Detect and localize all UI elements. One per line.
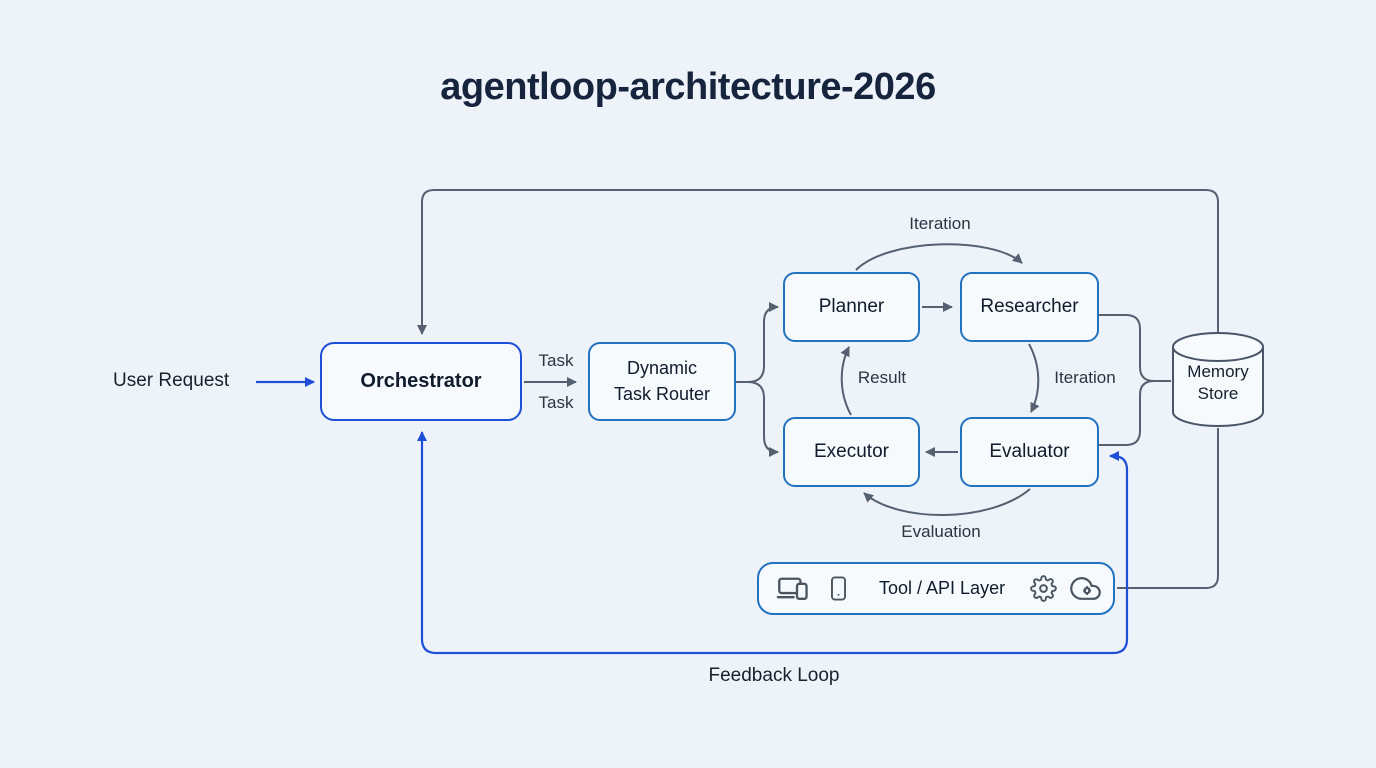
node-researcher: Researcher bbox=[960, 272, 1099, 342]
edge-evaluator-to-memory bbox=[1098, 380, 1155, 446]
edge-iteration-top-arc bbox=[855, 243, 1023, 271]
tool-api-layer-label: Tool / API Layer bbox=[879, 578, 1006, 598]
smartphone-icon bbox=[825, 575, 852, 602]
router-label-line2: Task Router bbox=[613, 383, 711, 404]
evaluation-label: Evaluation bbox=[901, 522, 981, 541]
page-title: agentloop-architecture-2026 bbox=[440, 66, 936, 108]
node-orchestrator: Orchestrator bbox=[320, 342, 522, 421]
node-dynamic-task-router: Dynamic Task Router bbox=[588, 342, 736, 421]
edge-memory-to-orchestrator-top-loop bbox=[417, 189, 1219, 335]
planner-label: Planner bbox=[818, 296, 885, 317]
evaluator-label: Evaluator bbox=[989, 441, 1070, 462]
gear-icon bbox=[1030, 575, 1057, 602]
edge-router-to-executor bbox=[736, 381, 779, 457]
memory-store-line1: Memory bbox=[1187, 362, 1249, 381]
edge-researcher-to-evaluator-arc bbox=[1028, 343, 1040, 413]
feedback-loop-label: Feedback Loop bbox=[708, 665, 840, 686]
edge-router-to-planner bbox=[736, 302, 779, 383]
task-label-top: Task bbox=[538, 351, 574, 370]
task-label-bottom: Task bbox=[538, 393, 574, 412]
memory-store-line2: Store bbox=[1197, 384, 1239, 404]
edge-executor-to-planner-result-arc bbox=[840, 346, 852, 416]
node-planner: Planner bbox=[783, 272, 920, 342]
iteration-top-label: Iteration bbox=[909, 214, 971, 233]
node-tool-api-layer: Tool / API Layer bbox=[757, 562, 1115, 615]
user-request-label: User Request bbox=[113, 370, 230, 391]
result-label: Result bbox=[857, 368, 907, 387]
node-evaluator: Evaluator bbox=[960, 417, 1099, 487]
devices-icon bbox=[776, 574, 812, 604]
memory-store-label: Memory Store bbox=[1173, 361, 1263, 406]
cloud-gear-icon bbox=[1070, 573, 1101, 604]
edge-researcher-to-memory bbox=[1098, 314, 1171, 382]
iteration-right-label: Iteration bbox=[1054, 368, 1116, 387]
node-executor: Executor bbox=[783, 417, 920, 487]
blue-connectors bbox=[256, 377, 1129, 655]
executor-label: Executor bbox=[814, 441, 889, 462]
memory-store-cylinder bbox=[1172, 332, 1264, 427]
edge-evaluation-bottom-arc bbox=[863, 488, 1031, 516]
orchestrator-label: Orchestrator bbox=[360, 370, 482, 392]
router-label-line1: Dynamic bbox=[626, 358, 697, 379]
edge-feedback-loop bbox=[417, 431, 1129, 655]
gray-connectors bbox=[417, 189, 1219, 589]
edge-memory-to-toolapi bbox=[1117, 428, 1219, 589]
researcher-label: Researcher bbox=[980, 296, 1079, 317]
